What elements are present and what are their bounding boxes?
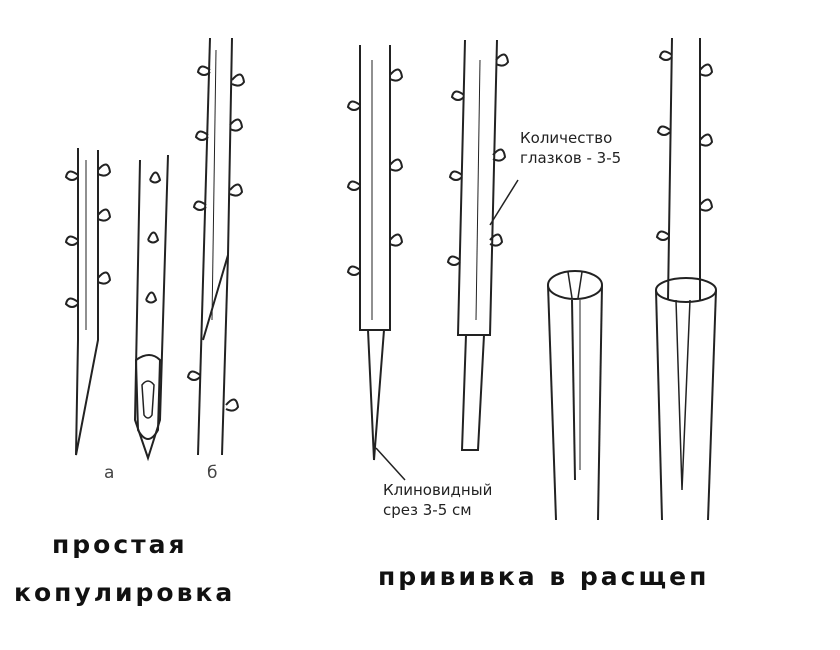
label-b: б	[207, 463, 218, 483]
buds-count-label: Количество глазков - 3-5	[520, 128, 621, 168]
joined-graft-b	[186, 37, 246, 456]
cleft-scion-side	[446, 39, 510, 451]
scion-a	[64, 148, 112, 456]
cleft-scion-wedge	[346, 45, 404, 461]
label-a: а	[104, 463, 115, 483]
rootstock-split	[547, 270, 603, 521]
buds-line-1: Количество	[520, 129, 613, 147]
cut-leader-line	[375, 447, 406, 481]
cut-line-1: Клиновидный	[383, 481, 493, 499]
title-copulation-1: простая	[52, 530, 188, 559]
buds-leader-line	[489, 179, 519, 226]
cleft-grafted-result	[655, 37, 717, 521]
title-copulation-2: копулировка	[14, 578, 236, 607]
cut-line-2: срез 3-5 см	[383, 501, 472, 519]
scion-cut-face	[133, 154, 169, 462]
wedge-cut-label: Клиновидный срез 3-5 см	[383, 480, 492, 520]
title-cleft-graft: прививка в расщеп	[378, 562, 710, 591]
buds-line-2: глазков - 3-5	[520, 149, 622, 167]
